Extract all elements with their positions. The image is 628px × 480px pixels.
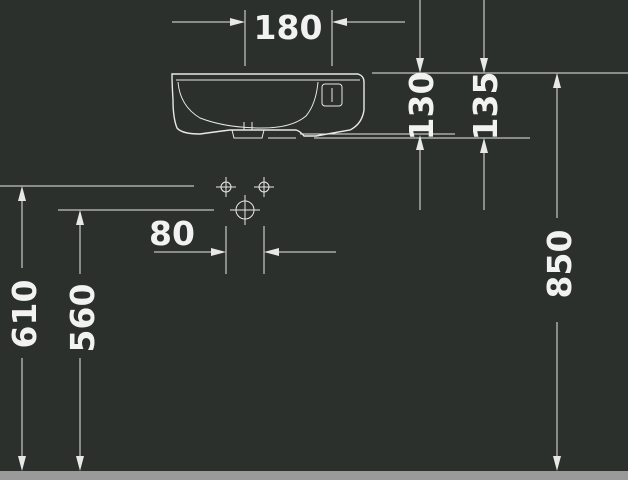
connection-symbols (216, 177, 274, 225)
dimension-135-label: 135 (466, 72, 505, 141)
dimension-180-label: 180 (254, 8, 323, 47)
dimension-80-label: 80 (149, 214, 195, 253)
dimension-850-label: 850 (540, 230, 579, 299)
floor-line (0, 471, 628, 480)
dimension-610-label: 610 (5, 280, 44, 349)
washbasin-outline (171, 73, 530, 139)
bracket-spacing-dimension: 80 (149, 214, 336, 274)
connection-height-560-dimension: 560 (58, 209, 214, 471)
width-dimension: 180 (172, 8, 405, 66)
rim-height-dimensions: 130 135 (402, 0, 505, 210)
overall-height-dimension: 850 (540, 73, 579, 471)
connection-height-610-dimension: 610 (0, 185, 194, 471)
dimension-130-label: 130 (402, 72, 441, 141)
dimension-560-label: 560 (63, 284, 102, 353)
